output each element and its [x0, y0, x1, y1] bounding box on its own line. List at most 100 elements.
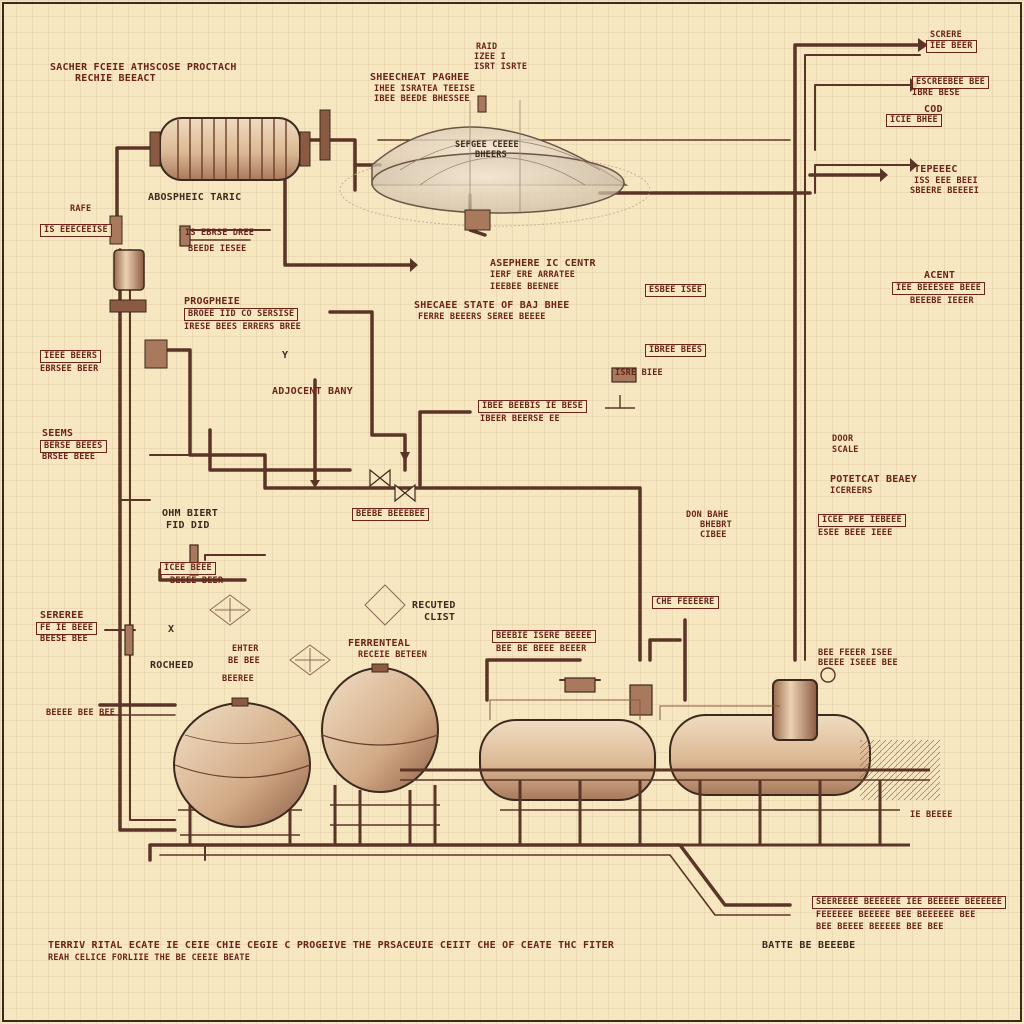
footer-line-1: TERRIV RITAL ECATE IE CEIE CHIE CEGIE C … — [48, 940, 615, 951]
right-tag-top-sub: IEE BEER — [926, 40, 977, 53]
raid-sub-2: ISRT ISRTE — [474, 62, 528, 72]
left-tag-1-sub: EBRSEE BEER — [40, 364, 99, 374]
left-tag-1: IEEE BEERS — [40, 350, 102, 363]
bottom-right-box-3: BEE BEEEE BEEEEE BEE BEE — [816, 922, 944, 932]
rt-box-sub: BEEEE ISEEE BEE — [818, 658, 898, 668]
shecae-state-label: SHECAEE STATE OF BAJ BHEE — [414, 300, 570, 311]
tepeec-sub-1: ISS EEE BEEI — [914, 176, 978, 186]
gas-dome — [339, 95, 651, 231]
dom-bahe-label: DON BAHE — [686, 510, 729, 520]
right-tag-2-sub: IBRE BESE — [912, 88, 960, 98]
sebo-right: IE BEEEE — [910, 810, 953, 820]
door-scale-sub: SCALE — [832, 445, 859, 455]
spherical-top-sub-1: IHEE ISRATEA TEEISE — [374, 84, 476, 94]
side-box-1: ESBEE ISEE — [645, 284, 707, 297]
seems-sub-1: BERSE BEEES — [40, 440, 107, 453]
seems-label: SEEMS — [42, 428, 74, 439]
progrhie-sub-2: IRESE BEES ERRERS BREE — [184, 322, 301, 332]
progrhie-sub-1: BROEE IID CO SERSISE — [184, 308, 299, 321]
left-bottom-tag-sub-2: BEESE BEE — [40, 634, 88, 644]
cod-label: COD — [924, 104, 943, 115]
rafe-label: RAFE — [70, 204, 92, 214]
piping-network — [98, 43, 922, 916]
lattice-marks — [209, 584, 406, 676]
ohm-tag-sub: BEEEE BEER — [170, 576, 224, 586]
asephere-label: ASEPHERE IC CENTR — [490, 258, 596, 269]
y-marker: Y — [282, 350, 289, 361]
gas-holder-label: SEFGEE CEEEE — [455, 140, 519, 150]
bottom-right-box-1: SEEREEEE BEEEEEE IEE BEEEEE BEEEEEE — [812, 896, 1007, 909]
ohe-tag: CHE FEEEERE — [652, 596, 719, 609]
gain-tag: BEEBIE ISERE BEEEE — [492, 630, 596, 643]
ohm-field-sub: FID DID — [166, 520, 210, 531]
heat-exchanger — [149, 109, 331, 181]
gas-holder-sub: BHEERS — [475, 150, 507, 160]
left-bottom-low: BEEEE BEE BEE — [46, 708, 116, 718]
left-bottom-tag: SEREREE — [40, 610, 84, 621]
side-box-3: ISRE BIEE — [615, 368, 663, 378]
ohm-field-label: OHM BIERT — [162, 508, 218, 519]
left-bottom-tag-sub-1: FE IE BEEE — [36, 622, 98, 635]
ehter-sub-1: BE BEE — [228, 656, 260, 666]
atmospheric-tank-label: ABOSPHEIC TARIC — [148, 192, 242, 203]
sheet-subtitle: RECHIE BEEACT — [75, 73, 156, 84]
storage-sphere-right — [321, 663, 440, 845]
right-tag-mid-sub-1: IEE BEEESEE BEEE — [892, 282, 986, 295]
mid-collector-label: BEEBE BEEEBEE — [352, 508, 430, 521]
mid-box: IBEE BEEBIS IE BESE — [478, 400, 588, 413]
recuted-sub: CLIST — [424, 612, 456, 623]
ferrenteal-label: FERRENTEAL — [348, 638, 411, 649]
right-box-2: ESEE BEEE IEEE — [818, 528, 893, 538]
gain-tag-sub: BEE BE BEEE BEEER — [496, 644, 587, 654]
ferrenteal-sub: RECEIE BETEEN — [358, 650, 428, 660]
ehter-sub-2: BEEREE — [222, 674, 254, 684]
spherical-top-sub-2: IBEE BEEDE BHESSEE — [374, 94, 470, 104]
rafe-side-sub: BEEDE IESEE — [188, 244, 247, 254]
door-scale-label: DOOR — [832, 434, 854, 444]
right-tag-mid: ACENT — [924, 270, 956, 281]
bottom-right-box-2: FEEEEEE BEEEEE BEE BEEEEEE BEE — [816, 910, 976, 920]
flow-arrows — [310, 38, 928, 488]
ohm-tag: ICEE BEEE — [160, 562, 216, 575]
rt-box: BEE FEEER ISEE — [818, 648, 893, 658]
sheet-title: SACHER FCEIE ATHSCOSE PROCTACH — [50, 62, 237, 73]
asephere-sub-1: IERF ERE ARRATEE — [490, 270, 576, 280]
seems-sub-2: BRSEE BEEE — [42, 452, 96, 462]
rafe-side: IS EBRSE DREE — [185, 228, 255, 238]
tepeec-label: TEPEEEC — [914, 164, 958, 175]
raid-sub-1: IZEE I — [474, 52, 506, 62]
instrument-symbols — [605, 395, 836, 683]
rafe-sub: IS EEECEEISE — [40, 224, 112, 237]
right-tag-2: ESCREEBEE BEE — [912, 76, 990, 89]
x-marker: X — [168, 624, 175, 635]
right-box-1: ICEE PEE IEBEEE — [818, 514, 906, 527]
asephere-sub-2: IEEBEE BEENEE — [490, 282, 560, 292]
progrhie-label: PROGPHEIE — [184, 296, 240, 307]
side-box-2: IBREE BEES — [645, 344, 707, 357]
recuted-label: RECUTED — [412, 600, 456, 611]
left-column — [109, 215, 168, 369]
storage-sphere-left — [173, 697, 311, 847]
process-platform — [400, 679, 940, 847]
ehter-label: EHTER — [232, 644, 259, 654]
potetcat-label: POTETCAT BEAEY — [830, 474, 918, 485]
adjocent-bany-label: ADJOCENT BANY — [272, 386, 353, 397]
rocheed-label: ROCHEED — [150, 660, 194, 671]
dom-bahe-sub-2: CIBEE — [700, 530, 727, 540]
right-tag-mid-sub-2: BEEEBE IEEER — [910, 296, 974, 306]
dom-bahe-sub-1: BHEBRT — [700, 520, 732, 530]
right-tag-top: SCRERE — [930, 30, 962, 40]
footer-line-2: REAH CELICE FORLIIE THE BE CEEIE BEATE — [48, 953, 251, 963]
shecae-state-sub: FERRE BEEERS SEREE BEEEE — [418, 312, 546, 322]
potetcat-sub: ICEREERS — [830, 486, 873, 496]
mid-box-sub: IBEER BEERSE EE — [480, 414, 560, 424]
spherical-top-label: SHEECHEAT PAGHEE — [370, 72, 470, 83]
valves — [124, 225, 653, 716]
tepeec-sub-2: SBEERE BEEEEI — [910, 186, 980, 196]
footer-right: BATTE BE BEEEBE — [762, 940, 856, 951]
cod-sub: ICIE BHEE — [886, 114, 942, 127]
raid-label: RAID — [476, 42, 498, 52]
